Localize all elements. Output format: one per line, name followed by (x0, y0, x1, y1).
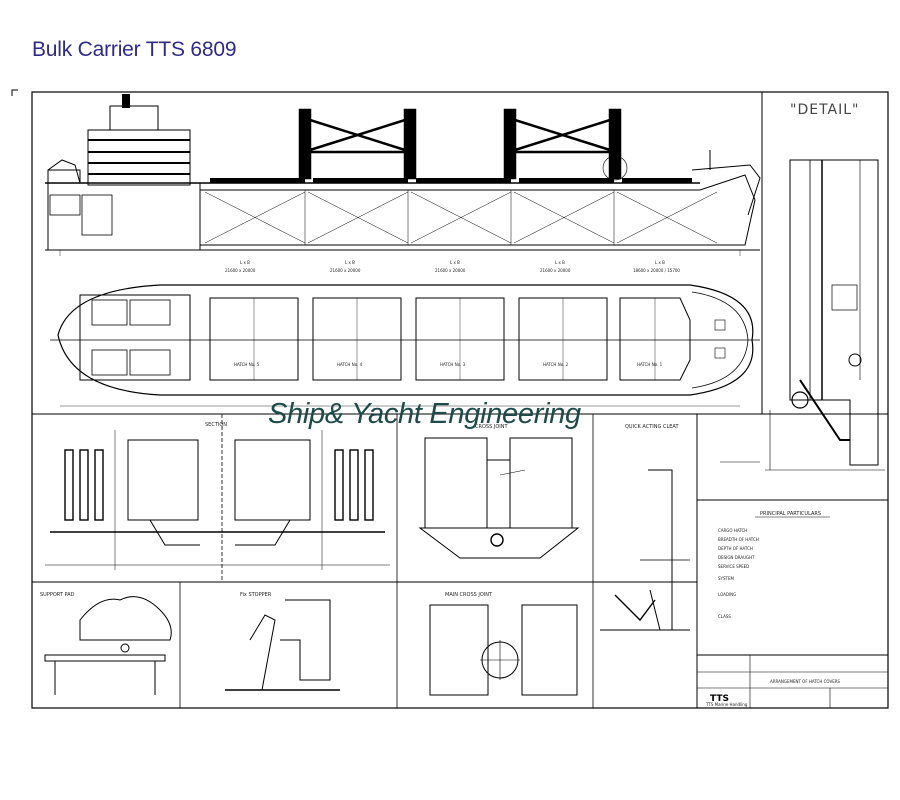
section-title: SECTION (205, 422, 227, 428)
hold-size-4: 21600 x 20000 (330, 268, 361, 273)
hold-size-1: 18600 x 20000 / 15700 (633, 268, 680, 273)
fix-stopper-title: Fix STOPPER (240, 592, 272, 598)
main-cross-joint-panel: MAIN CROSS JOINT (429, 592, 578, 696)
watermark-text: Ship& Yacht Engineering (268, 398, 581, 430)
hold-size-2: 21600 x 20000 (540, 268, 571, 273)
hatch-label-3: HATCH No. 3 (440, 362, 466, 367)
hold-dimensions: L x B 21600 x 20000 L x B 21600 x 20000 … (225, 260, 680, 273)
cross-joint-panel: CROSS JOINT (418, 424, 580, 559)
particular-row: SYSTEM (718, 576, 734, 581)
hold-size-3: 21600 x 20000 (435, 268, 466, 273)
drawing-frame (31, 91, 889, 709)
cross-joint-title: CROSS JOINT (475, 424, 508, 430)
section-panel: SECTION (45, 422, 390, 570)
particulars-title: PRINCIPAL PARTICULARS (760, 511, 821, 517)
fix-stopper-panel: Fix STOPPER (225, 592, 340, 691)
hold-dim-5: L x B (240, 260, 250, 265)
detail-label: "DETAIL" (790, 102, 859, 118)
hold-dim-2: L x B (555, 260, 565, 265)
hatch-label-1: HATCH No. 1 (637, 362, 663, 367)
particular-row: BREADTH OF HATCH (718, 537, 759, 542)
particular-row: CLASS (718, 614, 731, 619)
particular-row: DESIGN DRAUGHT (718, 555, 755, 560)
particular-row: DEPTH OF HATCH (718, 546, 753, 551)
hold-dim-1: L x B (655, 260, 665, 265)
hold-size-5: 21600 x 20000 (225, 268, 256, 273)
plan-view: HATCH No. 5 HATCH No. 4 HATCH No. 3 HATC… (50, 284, 760, 407)
company-logo: TTS (710, 694, 729, 704)
side-profile (45, 94, 761, 256)
title-block: ARRANGEMENT OF HATCH COVERS TTS TTS Mari… (696, 654, 889, 709)
particular-row: SERVICE SPEED (718, 564, 749, 569)
drawing-title: ARRANGEMENT OF HATCH COVERS (770, 679, 841, 684)
hatch-label-4: HATCH No. 4 (337, 362, 363, 367)
hatch-label-5: HATCH No. 5 (234, 362, 260, 367)
particular-row: LOADING (718, 592, 736, 597)
hold-dim-3: L x B (450, 260, 460, 265)
page-title: Bulk Carrier TTS 6809 (32, 38, 237, 61)
hold-dim-4: L x B (345, 260, 355, 265)
particulars-panel: PRINCIPAL PARTICULARS CARGO HATCH BREADT… (718, 511, 830, 619)
detail-view: "DETAIL" (720, 102, 885, 471)
hatch-label-2: HATCH No. 2 (543, 362, 569, 367)
main-cross-joint-title: MAIN CROSS JOINT (445, 592, 493, 598)
cleat-panel: QUICK ACTING CLEAT (600, 424, 690, 631)
particular-row: CARGO HATCH (718, 528, 747, 533)
support-pad-panel: SUPPORT PAD (40, 592, 172, 695)
support-pad-title: SUPPORT PAD (40, 592, 75, 598)
company-name: TTS Marine Handling (705, 702, 748, 707)
cleat-title: QUICK ACTING CLEAT (625, 424, 679, 430)
